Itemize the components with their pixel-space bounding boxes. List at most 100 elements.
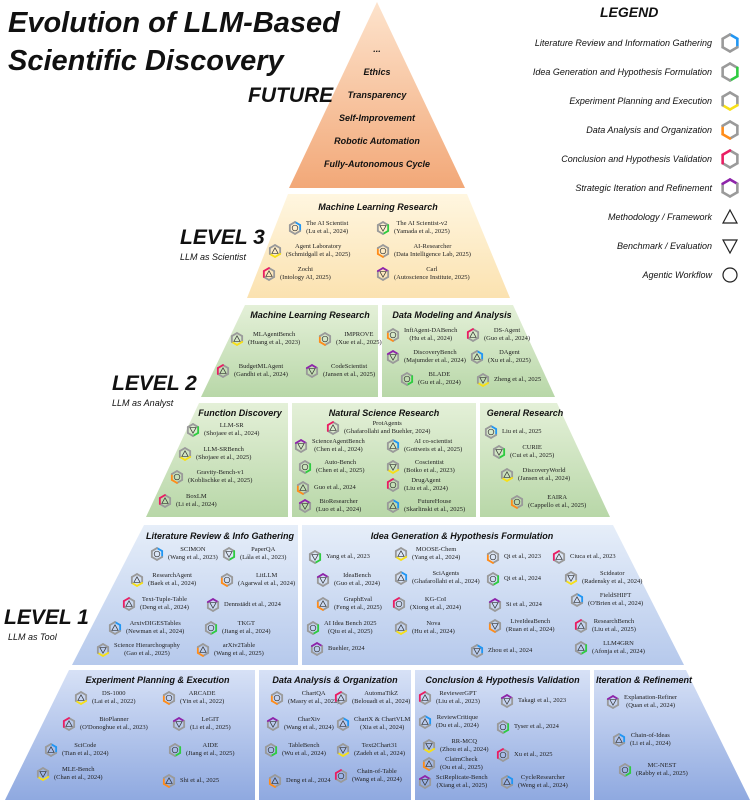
hexagon-icon	[162, 774, 176, 788]
legend-item: Experiment Planning and Execution	[490, 86, 740, 115]
paper-entry: LLM4GRN(Afonja et al., 2024)	[574, 640, 645, 655]
paper-entry: CodeScientist(Jansen et al., 2025)	[305, 363, 375, 378]
paper-title: BudgetMLAgent	[238, 363, 284, 370]
paper-title: KG-CoI	[424, 596, 447, 603]
paper-citation: (O'Brien et al., 2024)	[588, 599, 644, 607]
hexagon-icon	[394, 620, 408, 635]
paper-title: Takagi et al., 2023	[518, 697, 567, 705]
paper-entry: ARCADE(Yin et al., 2022)	[162, 690, 224, 705]
level1-ite-panel	[594, 670, 750, 800]
paper-entry: BudgetMLAgent(Gandhi et al., 2024)	[216, 363, 288, 378]
hexagon-icon	[721, 148, 739, 169]
hexagon-icon	[178, 446, 192, 461]
paper-title: InfiAgent-DABench	[404, 327, 458, 334]
hexagon-icon	[326, 420, 340, 435]
paper-title: Liu et al., 2025	[502, 428, 542, 436]
legend-item: Data Analysis and Organization	[490, 115, 740, 144]
paper-entry: BioResearcher(Luo et al., 2024)	[298, 498, 361, 513]
hexagon-icon	[122, 596, 136, 611]
hexagon-icon	[422, 738, 436, 753]
hexagon-icon	[298, 459, 312, 474]
paper-citation: (Shojaee et al., 2024)	[204, 429, 260, 437]
paper-citation: (Jiang et al., 2024)	[222, 627, 271, 635]
level2-data-panel	[382, 305, 555, 397]
paper-citation: (Jansen et al., 2025)	[323, 370, 376, 378]
hexagon-icon	[306, 620, 320, 635]
paper-citation: (Guo et al., 2024)	[334, 579, 381, 587]
paper-title: Zhou et al., 2024	[488, 647, 533, 655]
paper-title: Si et al., 2024	[506, 601, 542, 609]
paper-citation: (Gandhi et al., 2024)	[234, 370, 288, 378]
paper-entry: AutomaTikZ(Belouadi et al., 2024)	[334, 690, 410, 705]
paper-entry: Text-Tuple-Table(Deng et al., 2024)	[122, 596, 189, 611]
legend-item-label: Agentic Workflow	[642, 269, 712, 280]
paper-citation: (Baek et al., 2024)	[148, 579, 197, 587]
paper-title: arXiv2Table	[222, 642, 256, 649]
hexagon-icon	[162, 690, 176, 705]
level2-gen-panel	[480, 403, 610, 517]
paper-citation: (Liu et al., 2024)	[404, 484, 448, 492]
hexagon-icon	[186, 422, 200, 437]
paper-citation: (Chen et al., 2024)	[314, 445, 363, 453]
hexagon-icon	[418, 714, 432, 729]
hexagon-icon	[386, 477, 400, 492]
paper-citation: (Zadeh et al., 2024)	[354, 749, 406, 757]
hexagon-icon	[721, 119, 739, 140]
level2-func-title: Function Discovery	[198, 408, 282, 418]
paper-title: SciCode	[74, 742, 97, 749]
paper-entry: SCIMON(Wang et al., 2023)	[150, 546, 218, 561]
hexagon-icon	[318, 331, 332, 346]
paper-entry: Shi et al., 2025	[162, 774, 219, 788]
paper-citation: (Boiko et al., 2023)	[404, 466, 455, 474]
paper-title: The AI Scientist	[306, 220, 349, 227]
triangle-up-icon	[721, 208, 739, 224]
paper-entry: Carl(Autoscience Institute, 2025)	[376, 266, 470, 281]
paper-citation: (Lai et al., 2022)	[92, 697, 136, 705]
hexagon-icon	[496, 748, 510, 762]
hexagon-icon	[552, 550, 566, 564]
paper-title: ScienceAgentBench	[312, 438, 365, 445]
legend-item: Idea Generation and Hypothesis Formulati…	[490, 57, 740, 86]
paper-title: MLAgentBench	[252, 331, 296, 338]
paper-entry: InfiAgent-DABench(Hu et al., 2024)	[386, 327, 457, 342]
future-item: Self-Improvement	[338, 113, 416, 123]
paper-citation: (Hu et al., 2024)	[412, 627, 455, 635]
paper-entry: Zhou et al., 2024	[470, 644, 532, 658]
paper-title: AutomaTikZ	[364, 690, 399, 697]
legend-item: Benchmark / Evaluation	[490, 231, 740, 260]
paper-entry: ChartQA(Masry et al., 2022)	[270, 690, 339, 705]
paper-citation: (Hu et al., 2024)	[409, 334, 453, 342]
hexagon-icon	[470, 349, 484, 364]
hexagon-icon	[418, 774, 432, 789]
hexagon-icon	[376, 243, 390, 258]
hexagon-icon	[172, 716, 186, 731]
paper-citation: (Tian et al., 2024)	[62, 749, 109, 757]
paper-title: GraphEval	[343, 596, 372, 603]
paper-title: PaperQA	[251, 546, 276, 553]
paper-entry: DiscoveryBench(Majumder et al., 2024)	[386, 349, 466, 364]
paper-entry: MLE-Bench(Chan et al., 2024)	[36, 766, 103, 781]
hexagon-icon	[230, 331, 244, 346]
paper-title: Agent Laboratory	[295, 243, 342, 250]
paper-entry: EAIRA(Cappello et al., 2025)	[510, 494, 586, 509]
hexagon-icon	[386, 438, 400, 453]
hexagon-icon	[500, 467, 514, 482]
paper-citation: (Xiang et al., 2025)	[436, 781, 488, 789]
paper-entry: CharXiv(Wang et al., 2024)	[266, 716, 334, 731]
paper-title: ReviewCritique	[436, 714, 478, 721]
triangle-down-icon	[721, 238, 739, 254]
hexagon-icon	[305, 363, 319, 378]
hexagon-icon	[376, 220, 390, 235]
paper-entry: MOOSE-Chem(Yang et al., 2024)	[394, 546, 460, 561]
hexagon-icon	[222, 546, 236, 561]
paper-title: CodeScientist	[331, 363, 368, 370]
paper-entry: FutureHouse(Skarlinski et al., 2025)	[386, 498, 465, 513]
level2-ml-title: Machine Learning Research	[250, 310, 370, 320]
paper-title: LLM-SR	[219, 422, 244, 429]
paper-entry: AI-Researcher(Data Intelligence Lab, 202…	[376, 243, 471, 258]
paper-entry: Chain-of-Table(Wang et al., 2024)	[334, 768, 402, 783]
legend-item-label: Idea Generation and Hypothesis Formulati…	[532, 66, 712, 77]
hexagon-icon	[510, 494, 524, 509]
paper-title: SciAgents	[432, 570, 460, 577]
hexagon-icon	[476, 373, 490, 387]
